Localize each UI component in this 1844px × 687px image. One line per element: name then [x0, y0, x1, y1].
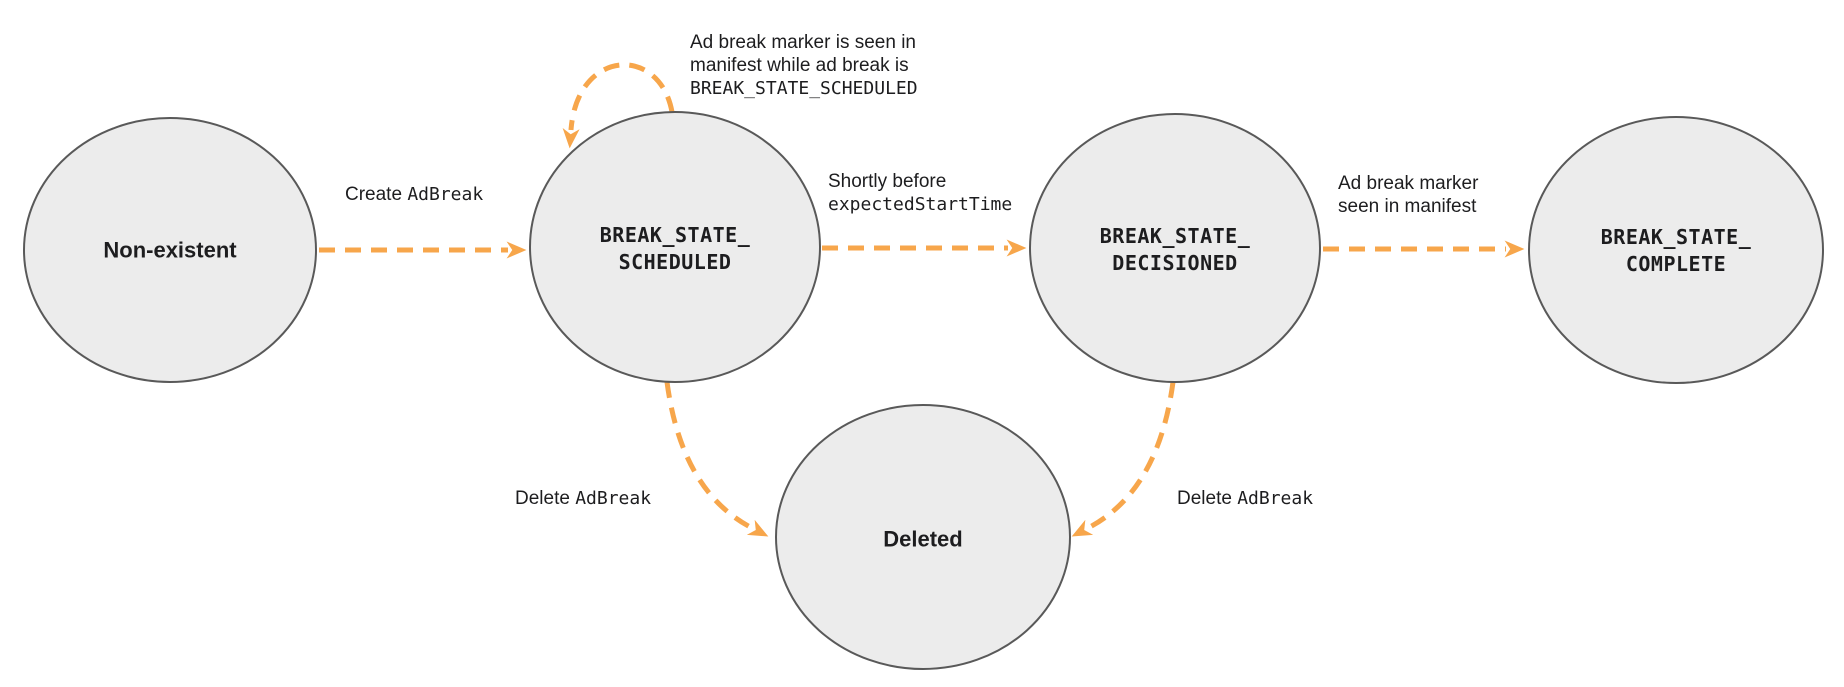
state-label-non-existent: Non-existent — [103, 237, 237, 263]
edge-label-text: Ad break marker is seen in — [690, 32, 916, 53]
edge-label-code: AdBreak — [407, 184, 484, 205]
edge-label-create-adbreak: Create AdBreak — [345, 183, 483, 206]
state-label-break-state-complete: BREAK_STATE_ COMPLETE — [1601, 224, 1752, 278]
state-node-break-state-scheduled — [529, 111, 821, 383]
edge-label-text: seen in manifest — [1338, 196, 1477, 217]
state-label-line: BREAK_STATE_ — [1600, 225, 1752, 249]
state-label-line: SCHEDULED — [618, 250, 732, 274]
edge-label-text: manifest while ad break is — [690, 55, 909, 76]
state-label-line: DECISIONED — [1112, 251, 1238, 275]
state-node-break-state-decisioned — [1029, 113, 1321, 383]
state-label-line: COMPLETE — [1625, 252, 1727, 276]
edge-label-text: Shortly before — [828, 171, 947, 192]
diagram-nodes — [23, 111, 1824, 670]
state-label-break-state-scheduled: BREAK_STATE_ SCHEDULED — [600, 222, 751, 276]
edge-label-text: Ad break marker — [1338, 173, 1479, 194]
edge-delete-from-scheduled — [664, 381, 769, 537]
edge-label-text: Create — [345, 184, 408, 205]
edge-label-shortly-before: Shortly before expectedStartTime — [828, 170, 1012, 216]
state-node-deleted — [775, 404, 1071, 670]
state-node-non-existent — [23, 117, 317, 383]
diagram-edges — [319, 62, 1525, 537]
state-label-deleted: Deleted — [883, 526, 963, 552]
edge-label-code: AdBreak — [1237, 488, 1314, 509]
state-label-line: BREAK_STATE_ — [1099, 224, 1251, 248]
edge-label-text: Delete — [515, 488, 576, 509]
edge-label-self-loop: Ad break marker is seen in manifest whil… — [690, 31, 918, 100]
state-node-break-state-complete — [1528, 116, 1824, 384]
edge-label-text: Delete — [1177, 488, 1238, 509]
edge-label-delete-adbreak-left: Delete AdBreak — [515, 487, 651, 510]
edge-label-delete-adbreak-right: Delete AdBreak — [1177, 487, 1313, 510]
edge-label-code: BREAK_STATE_SCHEDULED — [690, 78, 918, 99]
edge-self-loop-marker-seen — [562, 62, 675, 149]
state-label-line: BREAK_STATE_ — [599, 223, 751, 247]
edge-label-marker-seen: Ad break marker seen in manifest — [1338, 172, 1478, 218]
edge-label-code: AdBreak — [575, 488, 652, 509]
edge-delete-from-decisioned — [1071, 381, 1176, 537]
state-label-break-state-decisioned: BREAK_STATE_ DECISIONED — [1100, 223, 1251, 277]
edge-label-code: expectedStartTime — [828, 194, 1013, 215]
